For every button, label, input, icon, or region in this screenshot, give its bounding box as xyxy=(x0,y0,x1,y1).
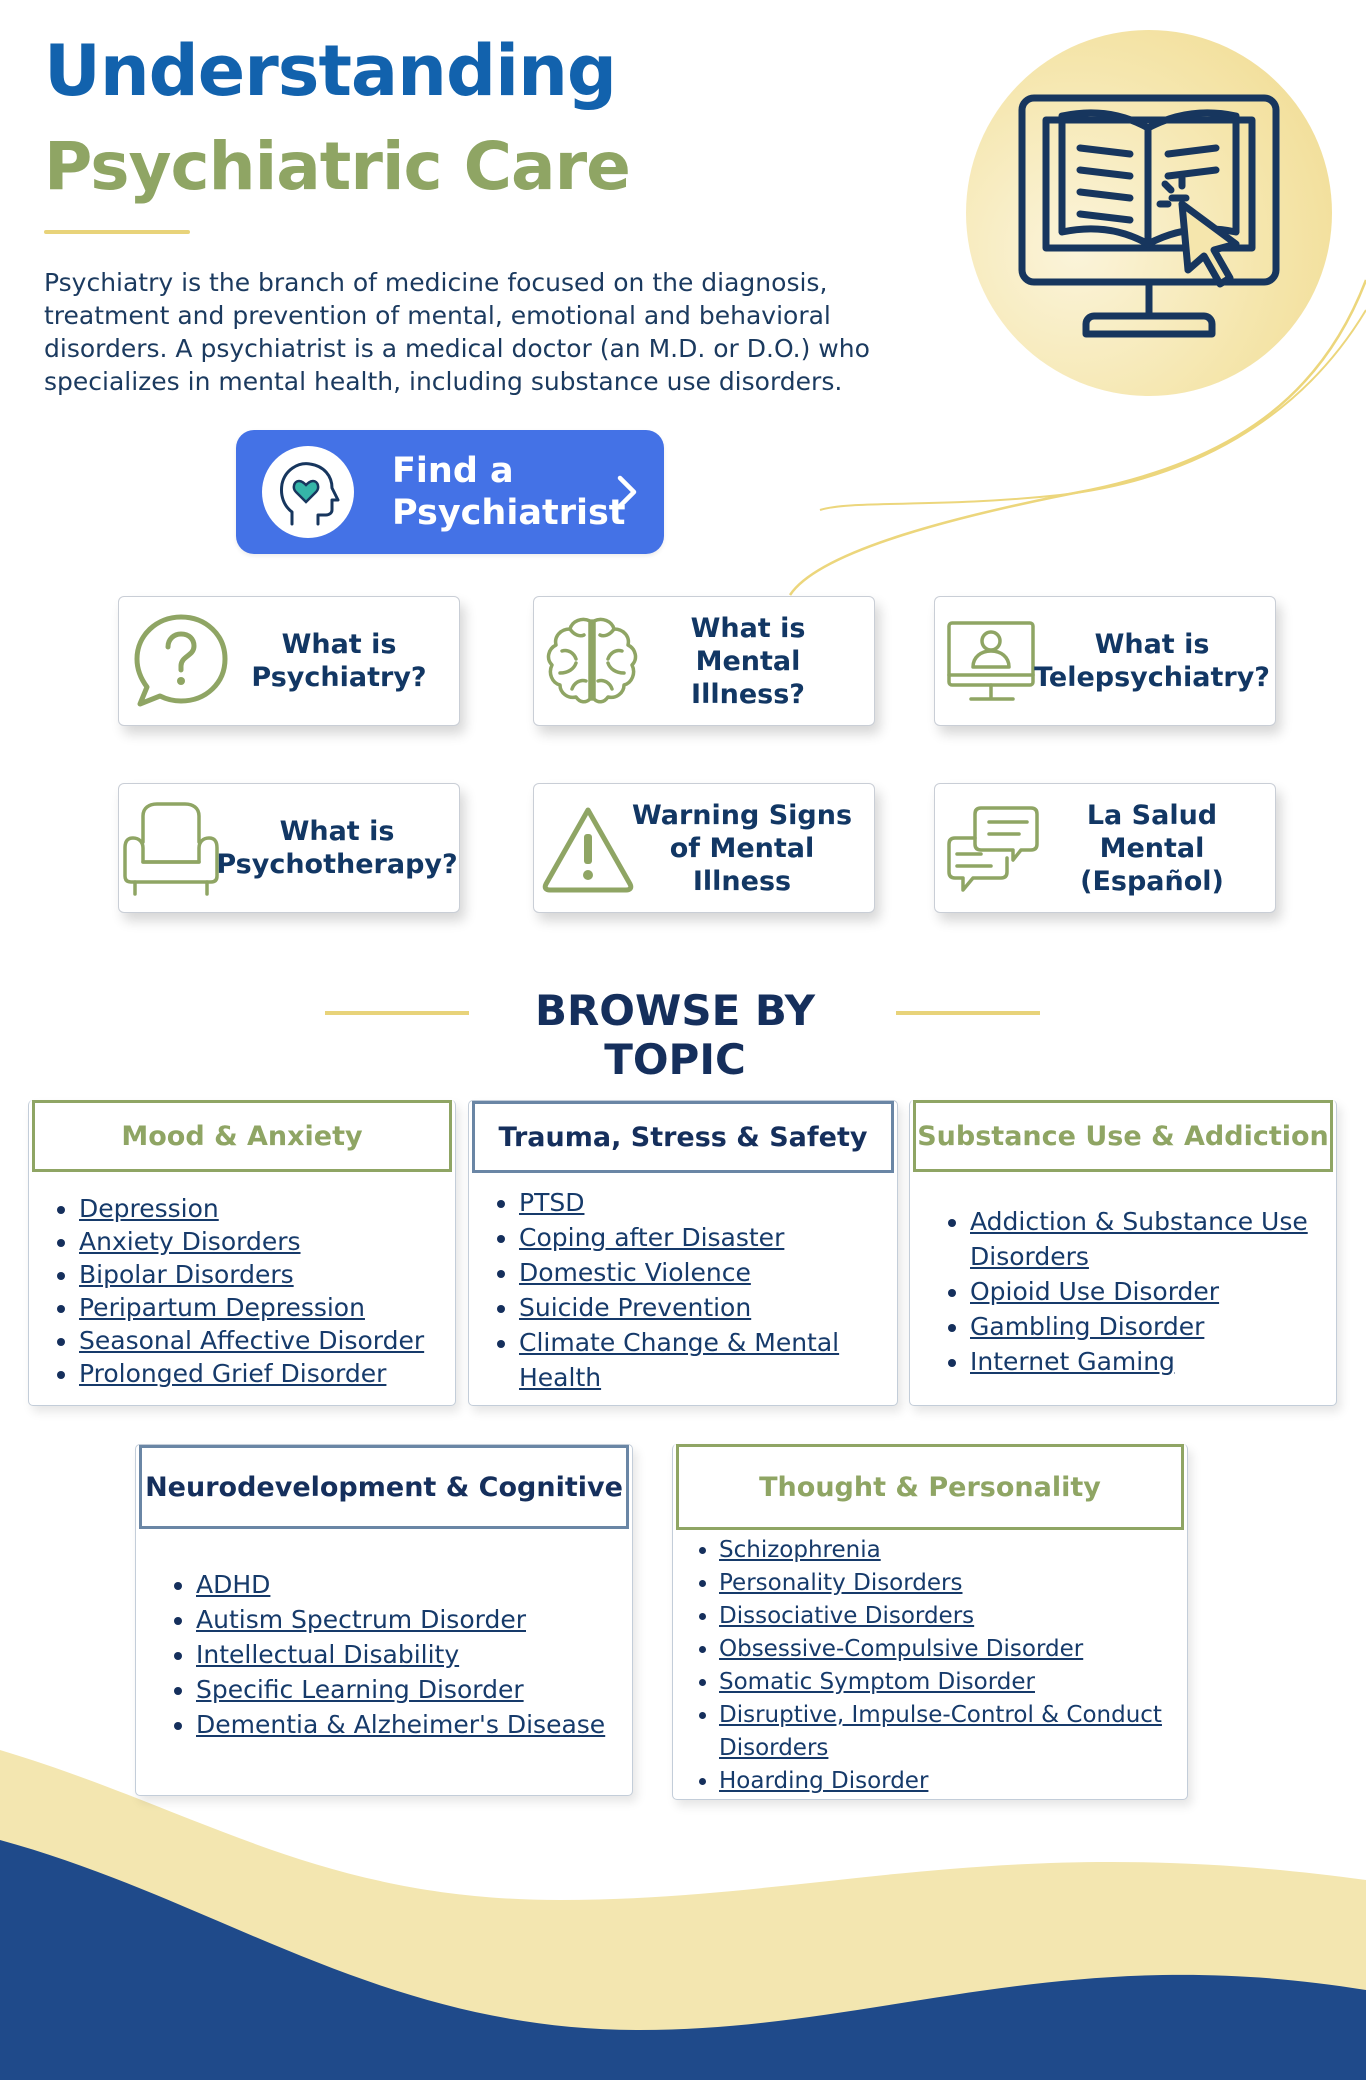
video-call-monitor-icon xyxy=(947,621,1035,701)
topic-link-personality-disorders[interactable]: Personality Disorders xyxy=(719,1570,963,1596)
quick-link-label: La Salud Mental (Español) xyxy=(1080,799,1224,897)
armchair-icon xyxy=(123,802,219,896)
list-item: Schizophrenia xyxy=(719,1534,1219,1567)
topic-box-neurodevelopment-cognitive: Neurodevelopment & Cognitive ADHD Autism… xyxy=(135,1444,633,1796)
topic-title: Mood & Anxiety xyxy=(32,1100,452,1172)
quick-link-what-is-telepsychiatry[interactable]: What is Telepsychiatry? xyxy=(934,596,1276,726)
topic-link-intellectual-disability[interactable]: Intellectual Disability xyxy=(196,1640,460,1669)
topic-link-seasonal-affective-disorder[interactable]: Seasonal Affective Disorder xyxy=(79,1326,425,1355)
quick-link-warning-signs[interactable]: Warning Signs of Mental Illness xyxy=(533,783,875,913)
brain-icon xyxy=(546,617,638,704)
quick-link-what-is-mental-illness[interactable]: What is Mental Illness? xyxy=(533,596,875,726)
topic-link-internet-gaming[interactable]: Internet Gaming xyxy=(970,1347,1175,1376)
quick-link-label: Warning Signs of Mental Illness xyxy=(631,799,853,897)
page-title-line1: Understanding xyxy=(44,30,617,112)
list-item: Anxiety Disorders xyxy=(79,1225,424,1258)
list-item: Peripartum Depression xyxy=(79,1291,424,1324)
chevron-right-icon xyxy=(617,475,637,509)
title-underline xyxy=(44,230,190,234)
quick-link-la-salud-mental[interactable]: La Salud Mental (Español) xyxy=(934,783,1276,913)
quick-link-what-is-psychotherapy[interactable]: What is Psychotherapy? xyxy=(118,783,460,913)
topic-box-mood-anxiety: Mood & Anxiety Depression Anxiety Disord… xyxy=(28,1100,456,1406)
topic-link-depression[interactable]: Depression xyxy=(79,1194,219,1223)
list-item: Autism Spectrum Disorder xyxy=(196,1602,656,1637)
topic-link-somatic-symptom-disorder[interactable]: Somatic Symptom Disorder xyxy=(719,1669,1035,1695)
list-item: Internet Gaming xyxy=(970,1344,1360,1379)
list-item: Depression xyxy=(79,1192,424,1225)
topic-link-hoarding-disorder[interactable]: Hoarding Disorder xyxy=(719,1768,929,1794)
list-item: ADHD xyxy=(196,1567,656,1602)
topic-link-gambling-disorder[interactable]: Gambling Disorder xyxy=(970,1312,1205,1341)
list-item: Obsessive-Compulsive Disorder xyxy=(719,1633,1219,1666)
topic-link-specific-learning-disorder[interactable]: Specific Learning Disorder xyxy=(196,1675,524,1704)
list-item: Seasonal Affective Disorder xyxy=(79,1324,424,1357)
topic-link-ptsd[interactable]: PTSD xyxy=(519,1188,585,1217)
topic-link-dissociative-disorders[interactable]: Dissociative Disorders xyxy=(719,1603,975,1629)
topic-title: Substance Use & Addiction xyxy=(913,1100,1333,1172)
quick-link-label: What is Telepsychiatry? xyxy=(1034,629,1270,693)
topic-link-bipolar-disorders[interactable]: Bipolar Disorders xyxy=(79,1260,294,1289)
topic-title: Trauma, Stress & Safety xyxy=(472,1101,894,1173)
warning-triangle-icon xyxy=(542,807,634,893)
quick-link-label: What is Psychotherapy? xyxy=(216,816,458,880)
list-item: Opioid Use Disorder xyxy=(970,1274,1360,1309)
list-item: Bipolar Disorders xyxy=(79,1258,424,1291)
browse-heading-rule-left xyxy=(325,1011,469,1015)
open-book-monitor-cursor-icon xyxy=(1018,94,1280,338)
intro-paragraph: Psychiatry is the branch of medicine foc… xyxy=(44,268,870,396)
page-title-line2: Psychiatric Care xyxy=(44,128,631,205)
list-item: Personality Disorders xyxy=(719,1567,1219,1600)
list-item: Prolonged Grief Disorder xyxy=(79,1357,424,1390)
topic-box-thought-personality: Thought & Personality Schizophrenia Pers… xyxy=(672,1444,1188,1800)
topic-link-addiction-substance-use-disorders[interactable]: Addiction & Substance Use Disorders xyxy=(970,1207,1308,1271)
list-item: Intellectual Disability xyxy=(196,1637,656,1672)
topic-title: Neurodevelopment & Cognitive xyxy=(139,1445,629,1529)
list-item: Climate Change & Mental Health xyxy=(519,1325,919,1395)
list-item: Domestic Violence xyxy=(519,1255,919,1290)
decorative-swoosh xyxy=(788,279,1366,596)
topic-link-adhd[interactable]: ADHD xyxy=(196,1570,271,1599)
topic-link-disruptive-impulse-control-conduct[interactable]: Disruptive, Impulse-Control & Conduct Di… xyxy=(719,1702,1162,1761)
list-item: Somatic Symptom Disorder xyxy=(719,1666,1219,1699)
browse-heading-rule-right xyxy=(896,1011,1040,1015)
list-item: Gambling Disorder xyxy=(970,1309,1360,1344)
find-psychiatrist-button[interactable]: Find a Psychiatrist xyxy=(236,430,664,554)
chat-bubbles-icon xyxy=(947,806,1039,892)
topic-link-schizophrenia[interactable]: Schizophrenia xyxy=(719,1537,881,1563)
topic-title: Thought & Personality xyxy=(676,1444,1184,1530)
topic-link-anxiety-disorders[interactable]: Anxiety Disorders xyxy=(79,1227,301,1256)
decorative-wave xyxy=(0,1750,1366,2080)
quick-link-label: What is Mental Illness? xyxy=(690,612,806,710)
list-item: Coping after Disaster xyxy=(519,1220,919,1255)
list-item: Hoarding Disorder xyxy=(719,1765,1219,1798)
topic-link-peripartum-depression[interactable]: Peripartum Depression xyxy=(79,1293,365,1322)
quick-link-label: What is Psychiatry? xyxy=(251,629,427,693)
list-item: Suicide Prevention xyxy=(519,1290,919,1325)
topic-box-trauma-stress-safety: Trauma, Stress & Safety PTSD Coping afte… xyxy=(468,1100,898,1406)
list-item: PTSD xyxy=(519,1185,919,1220)
topic-link-climate-change-mental-health[interactable]: Climate Change & Mental Health xyxy=(519,1328,840,1392)
browse-heading: BROWSE BY TOPIC xyxy=(534,986,816,1084)
topic-link-opioid-use-disorder[interactable]: Opioid Use Disorder xyxy=(970,1277,1220,1306)
list-item: Dissociative Disorders xyxy=(719,1600,1219,1633)
topic-box-substance-use-addiction: Substance Use & Addiction Addiction & Su… xyxy=(909,1100,1337,1406)
topic-link-dementia-alzheimers[interactable]: Dementia & Alzheimer's Disease xyxy=(196,1710,606,1739)
topic-link-domestic-violence[interactable]: Domestic Violence xyxy=(519,1258,751,1287)
topic-link-autism-spectrum-disorder[interactable]: Autism Spectrum Disorder xyxy=(196,1605,526,1634)
head-heart-icon xyxy=(262,446,354,538)
quick-link-what-is-psychiatry[interactable]: What is Psychiatry? xyxy=(118,596,460,726)
list-item: Disruptive, Impulse-Control & Conduct Di… xyxy=(719,1699,1219,1765)
list-item: Dementia & Alzheimer's Disease xyxy=(196,1707,656,1742)
list-item: Specific Learning Disorder xyxy=(196,1672,656,1707)
find-psychiatrist-label: Find a Psychiatrist xyxy=(392,451,626,533)
topic-link-suicide-prevention[interactable]: Suicide Prevention xyxy=(519,1293,752,1322)
topic-link-coping-after-disaster[interactable]: Coping after Disaster xyxy=(519,1223,785,1252)
topic-link-prolonged-grief-disorder[interactable]: Prolonged Grief Disorder xyxy=(79,1359,387,1388)
topic-link-obsessive-compulsive-disorder[interactable]: Obsessive-Compulsive Disorder xyxy=(719,1636,1084,1662)
question-bubble-icon xyxy=(134,614,228,707)
list-item: Addiction & Substance Use Disorders xyxy=(970,1204,1360,1274)
